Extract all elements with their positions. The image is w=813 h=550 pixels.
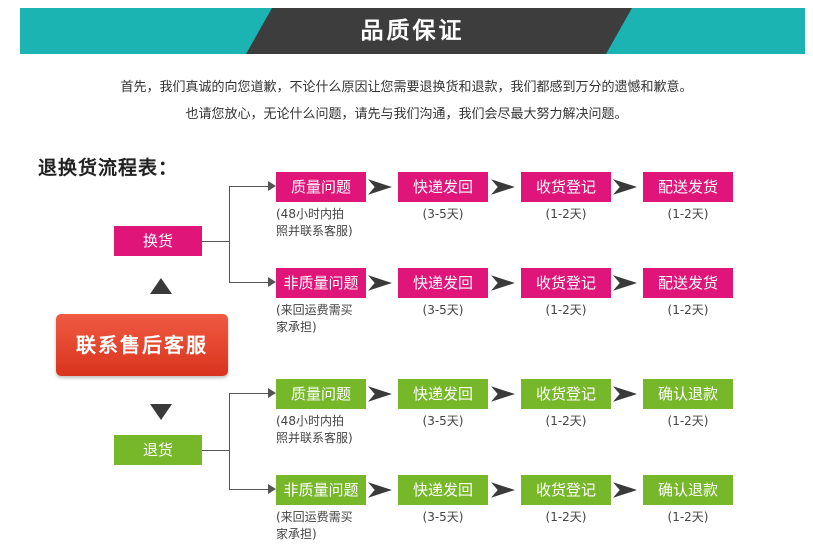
connector-line <box>229 186 269 187</box>
connector-tip-icon <box>268 277 276 287</box>
arrow-right-icon <box>491 275 515 291</box>
row1-step4: 配送发货 <box>643 172 733 202</box>
row3-step1: 质量问题 <box>276 379 366 409</box>
connector-line <box>229 489 269 490</box>
connector-tip-icon <box>268 388 276 398</box>
row4-step1: 非质量问题 <box>276 475 366 505</box>
return-label: 退货 <box>114 435 202 465</box>
intro-line-2: 也请您放心，无论什么问题，请先与我们沟通，我们会尽最大努力解决问题。 <box>185 107 628 122</box>
row1-step1: 质量问题 <box>276 172 366 202</box>
row2-note1: (来回运费需买 家承担) <box>276 302 386 336</box>
arrow-right-icon <box>491 482 515 498</box>
banner-title: 品质保证 <box>360 18 465 44</box>
row1-step2: 快递发回 <box>398 172 488 202</box>
arrow-right-icon <box>613 179 637 195</box>
row1-note3: (1-2天) <box>545 207 587 221</box>
row2-step4: 配送发货 <box>643 268 733 298</box>
connector-tip-icon <box>268 181 276 191</box>
row2-note4: (1-2天) <box>667 303 709 317</box>
row4-note2: (3-5天) <box>422 510 464 524</box>
connector-line <box>229 393 269 394</box>
note-line: 家承担) <box>276 527 317 541</box>
row3-step3: 收货登记 <box>521 379 611 409</box>
arrow-right-icon <box>613 482 637 498</box>
exchange-label: 换货 <box>114 226 202 256</box>
arrow-right-icon <box>368 275 392 291</box>
arrow-right-icon <box>613 386 637 402</box>
row4-step2: 快递发回 <box>398 475 488 505</box>
intro-line-1: 首先，我们真诚的向您道歉，不论什么原因让您需要退换货和退款，我们都感到万分的遗憾… <box>120 80 693 95</box>
note-line: (48小时内拍 <box>276 414 344 428</box>
arrow-right-icon <box>613 275 637 291</box>
row3-note2: (3-5天) <box>422 414 464 428</box>
arrow-right-icon <box>368 386 392 402</box>
row4-step3: 收货登记 <box>521 475 611 505</box>
row3-note4: (1-2天) <box>667 414 709 428</box>
note-line: (来回运费需买 <box>276 510 353 524</box>
title-banner: 品质保证 <box>20 8 805 54</box>
row4-note1: (来回运费需买 家承担) <box>276 509 386 543</box>
connector-tip-icon <box>268 484 276 494</box>
row2-note2: (3-5天) <box>422 303 464 317</box>
row1-note4: (1-2天) <box>667 207 709 221</box>
arrow-right-icon <box>368 179 392 195</box>
row1-note1: (48小时内拍 照并联系客服) <box>276 206 386 240</box>
row2-step2: 快递发回 <box>398 268 488 298</box>
row2-step1: 非质量问题 <box>276 268 366 298</box>
row3-note3: (1-2天) <box>545 414 587 428</box>
contact-service-button[interactable]: 联系售后客服 <box>56 314 228 376</box>
row1-step3: 收货登记 <box>521 172 611 202</box>
row4-note4: (1-2天) <box>667 510 709 524</box>
row2-step3: 收货登记 <box>521 268 611 298</box>
connector-line <box>229 282 269 283</box>
connector-line <box>229 186 230 283</box>
row4-step4: 确认退款 <box>643 475 733 505</box>
row3-step4: 确认退款 <box>643 379 733 409</box>
arrow-right-icon <box>368 482 392 498</box>
flow-title: 退换货流程表： <box>38 157 179 179</box>
connector-line <box>202 241 230 242</box>
arrow-down-icon <box>150 404 172 420</box>
row3-step2: 快递发回 <box>398 379 488 409</box>
arrow-right-icon <box>491 179 515 195</box>
row4-note3: (1-2天) <box>545 510 587 524</box>
note-line: (48小时内拍 <box>276 207 344 221</box>
row3-note1: (48小时内拍 照并联系客服) <box>276 413 386 447</box>
connector-line <box>202 450 230 451</box>
connector-line <box>229 393 230 490</box>
note-line: (来回运费需买 <box>276 303 353 317</box>
note-line: 照并联系客服) <box>276 431 353 445</box>
row2-note3: (1-2天) <box>545 303 587 317</box>
row1-note2: (3-5天) <box>422 207 464 221</box>
note-line: 照并联系客服) <box>276 224 353 238</box>
note-line: 家承担) <box>276 320 317 334</box>
banner-dark-band <box>246 8 632 54</box>
arrow-right-icon <box>491 386 515 402</box>
arrow-up-icon <box>150 278 172 294</box>
